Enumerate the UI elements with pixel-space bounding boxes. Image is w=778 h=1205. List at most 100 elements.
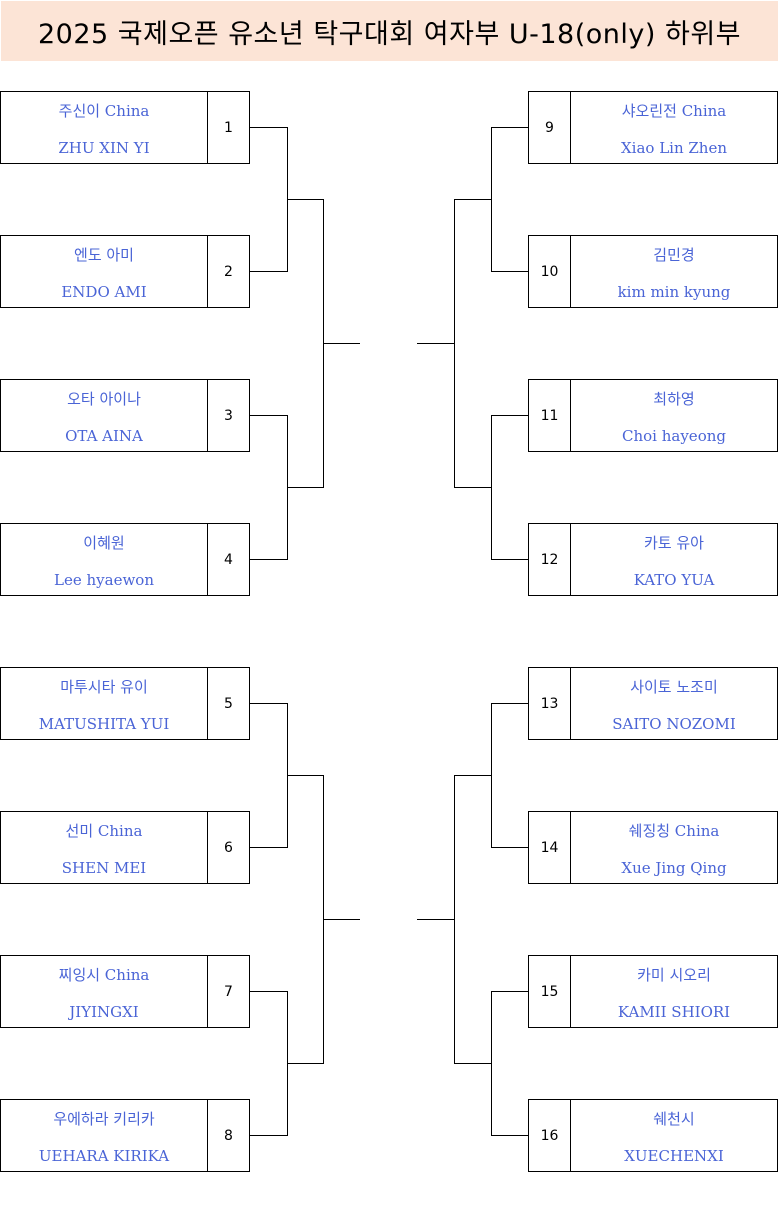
bracket-line [491,847,529,848]
player-name-korean: 오타 아이나 [67,390,141,408]
bracket-line [287,199,324,200]
bracket-line [454,1063,491,1064]
bracket-line [417,343,454,344]
player-name-english: ZHU XIN YI [58,139,150,157]
bracket-line [249,271,287,272]
player-name-english: MATUSHITA YUI [38,715,170,733]
player-name-korean: 마투시타 유이 [60,678,148,696]
bracket-line [454,775,491,776]
seed-number: 9 [529,92,571,163]
bracket-line [491,991,529,992]
player-name: 마투시타 유이 MATUSHITA YUI [1,668,207,739]
bracket-line [491,415,492,560]
bracket-line [249,991,287,992]
player-entry: 우에하라 키리카 UEHARA KIRIKA 8 [0,1099,250,1172]
player-name-korean: 샤오린전 China [621,102,727,120]
seed-number: 5 [207,668,249,739]
bracket-line [491,415,529,416]
player-name-english: JIYINGXI [69,1003,139,1021]
bracket-line [454,487,491,488]
bracket-line [249,847,287,848]
player-name-korean: 최하영 [653,390,695,408]
player-name-english: XUECHENXI [624,1147,724,1165]
seed-number: 8 [207,1100,249,1171]
player-name-korean: 찌잉시 China [58,966,150,984]
bracket-line [454,199,491,200]
bracket-line [287,1063,324,1064]
player-name: 우에하라 키리카 UEHARA KIRIKA [1,1100,207,1171]
bracket-line [491,559,529,560]
bracket-line [249,703,287,704]
player-name-english: Choi hayeong [622,427,726,445]
seed-number: 6 [207,812,249,883]
player-entry: 쉐천시 XUECHENXI 16 [528,1099,778,1172]
player-name: 쉐천시 XUECHENXI [571,1100,777,1171]
seed-number: 7 [207,956,249,1027]
player-name: 최하영 Choi hayeong [571,380,777,451]
seed-number: 13 [529,668,571,739]
seed-number: 15 [529,956,571,1027]
player-entry: 사이토 노조미 SAITO NOZOMI 13 [528,667,778,740]
seed-number: 12 [529,524,571,595]
bracket-line [249,559,287,560]
player-name: 오타 아이나 OTA AINA [1,380,207,451]
player-name-english: Xiao Lin Zhen [620,139,728,157]
player-name-korean: 엔도 아미 [74,246,134,264]
player-name-korean: 카토 유아 [644,534,704,552]
seed-number: 10 [529,236,571,307]
player-entry: 오타 아이나 OTA AINA 3 [0,379,250,452]
seed-number: 3 [207,380,249,451]
bracket-line [249,1135,287,1136]
bracket-line [323,343,360,344]
bracket-line [249,415,287,416]
seed-number: 16 [529,1100,571,1171]
bracket-line [491,703,492,848]
player-name-korean: 사이토 노조미 [630,678,718,696]
bracket-line [491,991,492,1136]
player-name-english: kim min kyung [617,283,731,301]
seed-number: 2 [207,236,249,307]
bracket-line [417,919,454,920]
player-name-korean: 쉐징칭 China [628,822,720,840]
bracket-line [491,1135,529,1136]
bracket-line [287,775,324,776]
player-name-korean: 우에하라 키리카 [53,1110,155,1128]
player-entry: 최하영 Choi hayeong 11 [528,379,778,452]
seed-number: 11 [529,380,571,451]
bracket-line [491,703,529,704]
bracket-line [491,271,529,272]
player-entry: 마투시타 유이 MATUSHITA YUI 5 [0,667,250,740]
player-name-korean: 쉐천시 [653,1110,695,1128]
player-name-korean: 주신이 China [58,102,150,120]
seed-number: 14 [529,812,571,883]
player-name-english: UEHARA KIRIKA [38,1147,170,1165]
bracket-line [287,487,324,488]
player-name-korean: 카미 시오리 [637,966,711,984]
player-name-english: OTA AINA [65,427,143,445]
seed-number: 4 [207,524,249,595]
player-name-korean: 선미 China [65,822,143,840]
bracket-line [454,199,455,488]
player-name-english: SHEN MEI [61,859,147,877]
player-name-english: SAITO NOZOMI [612,715,736,733]
player-name-english: Lee hyaewon [54,571,154,589]
bracket-line [249,127,287,128]
bracket-line [323,919,360,920]
